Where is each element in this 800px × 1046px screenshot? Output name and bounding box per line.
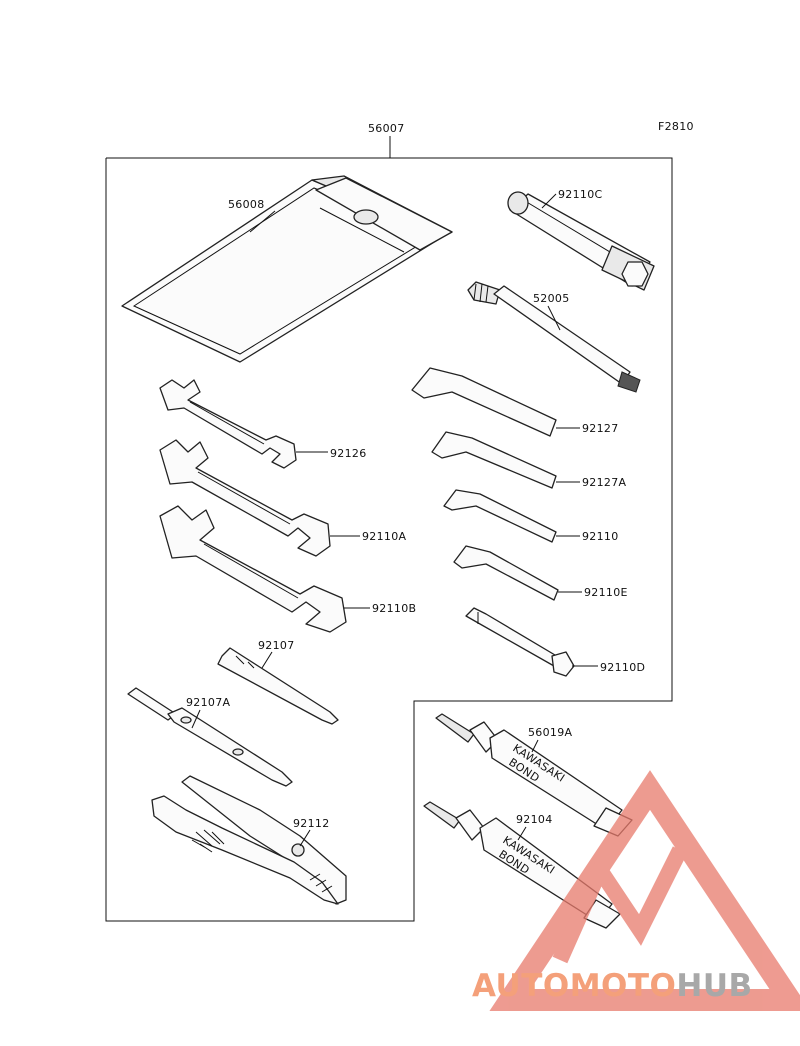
pliers[interactable]	[151, 775, 347, 905]
watermark-text: AUTOMOTOHUB	[472, 968, 753, 1004]
leader-92107A	[191, 709, 201, 729]
leader-92112	[299, 829, 311, 847]
label-92126[interactable]: 92126	[330, 447, 367, 460]
open-end-wrench-large[interactable]	[159, 505, 347, 633]
label-92110B[interactable]: 92110B	[372, 602, 416, 615]
label-52005[interactable]: 52005	[533, 292, 570, 305]
label-92104[interactable]: 92104	[516, 813, 553, 826]
label-92107A[interactable]: 92107A	[186, 696, 230, 709]
screwdriver-handle[interactable]	[127, 687, 293, 787]
figure-code: F2810	[658, 120, 694, 133]
spoke-wrench[interactable]	[465, 607, 575, 677]
screwdriver-bit[interactable]	[217, 647, 339, 725]
hex-key-small[interactable]	[443, 489, 557, 543]
tommy-bar[interactable]	[467, 281, 641, 393]
tool-bag[interactable]	[121, 175, 453, 363]
hex-key-smallest[interactable]	[453, 545, 559, 601]
label-92112[interactable]: 92112	[293, 817, 330, 830]
hex-key-large[interactable]	[411, 367, 557, 437]
kit-frame	[105, 157, 673, 922]
label-92107[interactable]: 92107	[258, 639, 295, 652]
label-56008[interactable]: 56008	[228, 198, 265, 211]
label-92127[interactable]: 92127	[582, 422, 619, 435]
label-92127A[interactable]: 92127A	[582, 476, 626, 489]
plug-wrench[interactable]	[507, 191, 655, 291]
leader-52005	[547, 305, 561, 331]
watermark-logo	[489, 770, 800, 1011]
watermark-mountain-icon	[552, 846, 688, 964]
label-56019A[interactable]: 56019A	[528, 726, 572, 739]
watermark-triangle-icon	[489, 770, 800, 1011]
label-92110A[interactable]: 92110A	[362, 530, 406, 543]
leader-92104	[517, 826, 527, 841]
watermark-text-main: AUTOMOTO	[472, 968, 676, 1004]
label-92110C[interactable]: 92110C	[558, 188, 602, 201]
leader-56019A	[531, 739, 539, 753]
open-end-wrench-small[interactable]	[159, 379, 297, 469]
watermark-text-hub: HUB	[676, 968, 752, 1004]
open-end-wrench-medium[interactable]	[159, 439, 331, 557]
leader-92107	[261, 651, 273, 669]
label-92110[interactable]: 92110	[582, 530, 619, 543]
label-92110E[interactable]: 92110E	[584, 586, 628, 599]
hex-key-medium[interactable]	[431, 431, 557, 489]
label-56007[interactable]: 56007	[368, 122, 405, 135]
label-92110D[interactable]: 92110D	[600, 661, 645, 674]
leader-56008	[249, 210, 276, 233]
leader-92110C	[541, 193, 557, 209]
